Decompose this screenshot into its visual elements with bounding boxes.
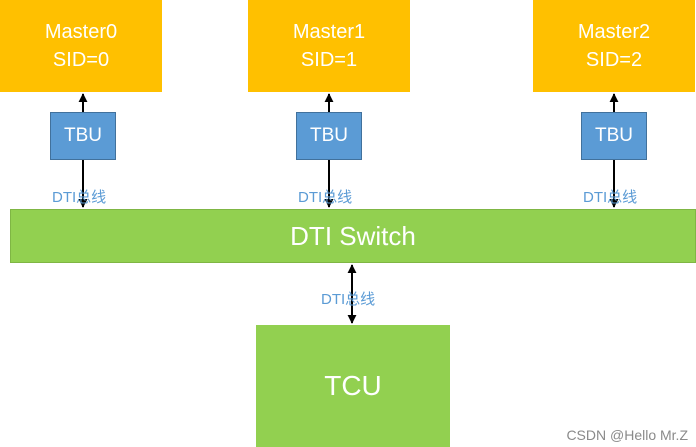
watermark: CSDN @Hello Mr.Z [566, 427, 688, 443]
tbu1-box: TBU [296, 112, 362, 160]
master0-sid: SID=0 [52, 49, 110, 71]
tbu0-label: TBU [64, 125, 102, 146]
master2-sid: SID=2 [585, 49, 643, 71]
master0-name: Master0 [44, 21, 118, 43]
tbu0-box: TBU [50, 112, 116, 160]
bus-label-1: DTI总线 [298, 189, 353, 206]
dti-switch-box: DTI Switch [10, 209, 696, 263]
bus-label-0: DTI总线 [52, 189, 107, 206]
dti-switch-label: DTI Switch [290, 220, 416, 251]
tbu2-label: TBU [595, 125, 633, 146]
tcu-box: TCU [256, 325, 450, 447]
bus-label-2: DTI总线 [583, 189, 638, 206]
master1-sid: SID=1 [300, 49, 358, 71]
bus-label-tcu: DTI总线 [321, 291, 376, 308]
master0-box: Master0 SID=0 [0, 0, 162, 92]
master1-name: Master1 [292, 21, 366, 43]
master2-box: Master2 SID=2 [533, 0, 695, 92]
tbu1-label: TBU [310, 125, 348, 146]
tbu2-box: TBU [581, 112, 647, 160]
master1-box: Master1 SID=1 [248, 0, 410, 92]
master2-name: Master2 [577, 21, 651, 43]
tcu-label: TCU [324, 370, 382, 401]
